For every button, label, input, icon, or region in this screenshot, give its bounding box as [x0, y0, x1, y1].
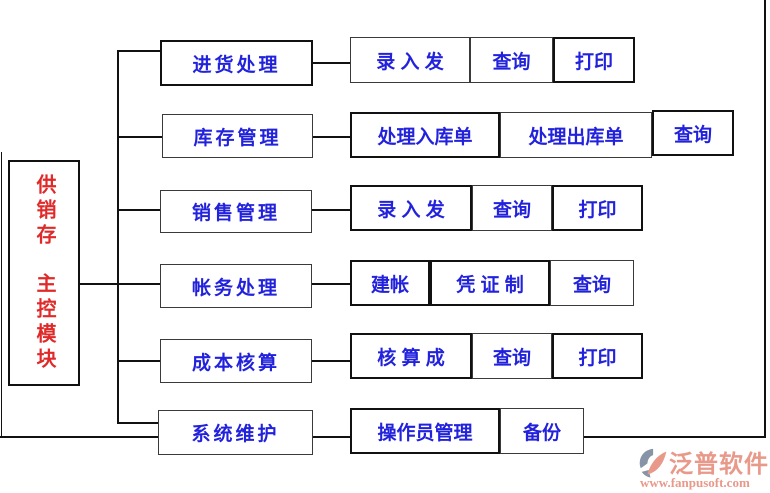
module-box-cost-accounting: 成本核算 — [160, 339, 312, 383]
cell-voucher-making: 凭 证 制 — [430, 260, 550, 306]
connector-row5-right — [312, 360, 350, 362]
connector-row6-left — [117, 422, 159, 424]
cell-cost-query: 查询 — [472, 333, 552, 379]
cell-inventory-query: 查询 — [652, 110, 734, 156]
cell-sales-entry: 录 入 发 — [350, 185, 472, 231]
vendor-logo: 泛普软件 www.fanpusoft.com — [638, 444, 768, 492]
cell-cost-print: 打印 — [552, 333, 643, 379]
cell-accounting-query: 查询 — [550, 260, 634, 306]
connector-row2-left — [117, 136, 163, 138]
cell-backup: 备份 — [500, 408, 584, 454]
connector-row3-right — [312, 209, 350, 211]
page-border-left — [1, 152, 2, 437]
trunk-line — [117, 50, 119, 424]
connector-row3-left — [117, 209, 161, 211]
connector-row1-right — [313, 62, 350, 64]
cell-cost-calc: 核 算 成 — [350, 333, 472, 379]
cell-sales-query: 查询 — [472, 185, 552, 231]
cell-sales-print: 打印 — [552, 185, 643, 231]
connector-row1-left — [117, 50, 161, 52]
module-box-inventory-management: 库存管理 — [162, 114, 313, 158]
cell-purchase-entry: 录 入 发 — [350, 37, 470, 83]
cell-purchase-print: 打印 — [553, 37, 635, 83]
cell-create-account: 建帐 — [350, 260, 430, 306]
root-title-bottom: 主控模块 — [33, 273, 55, 373]
root-title-top: 供销存 — [33, 174, 55, 249]
module-box-sales-management: 销售管理 — [160, 190, 312, 233]
root-module-box: 供销存 主控模块 — [8, 160, 80, 386]
cell-inbound-order: 处理入库单 — [350, 112, 500, 158]
cell-outbound-order: 处理出库单 — [500, 112, 652, 158]
connector-root-to-row4 — [80, 283, 160, 285]
module-box-purchase-processing: 进货处理 — [160, 40, 313, 86]
page-border-right — [764, 0, 766, 438]
connector-row5-left — [117, 360, 161, 362]
connector-row4-right — [312, 283, 350, 285]
cell-operator-management: 操作员管理 — [350, 408, 500, 454]
vendor-website-text: www.fanpusoft.com — [640, 475, 750, 490]
module-box-system-maintenance: 系统维护 — [158, 410, 313, 455]
vendor-logo-text: 泛普软件 — [669, 451, 769, 478]
fanpu-logo-icon — [639, 448, 667, 478]
module-box-accounting-processing: 帐务处理 — [160, 264, 312, 308]
cell-purchase-query: 查询 — [470, 37, 553, 83]
connector-row2-right — [313, 136, 350, 138]
